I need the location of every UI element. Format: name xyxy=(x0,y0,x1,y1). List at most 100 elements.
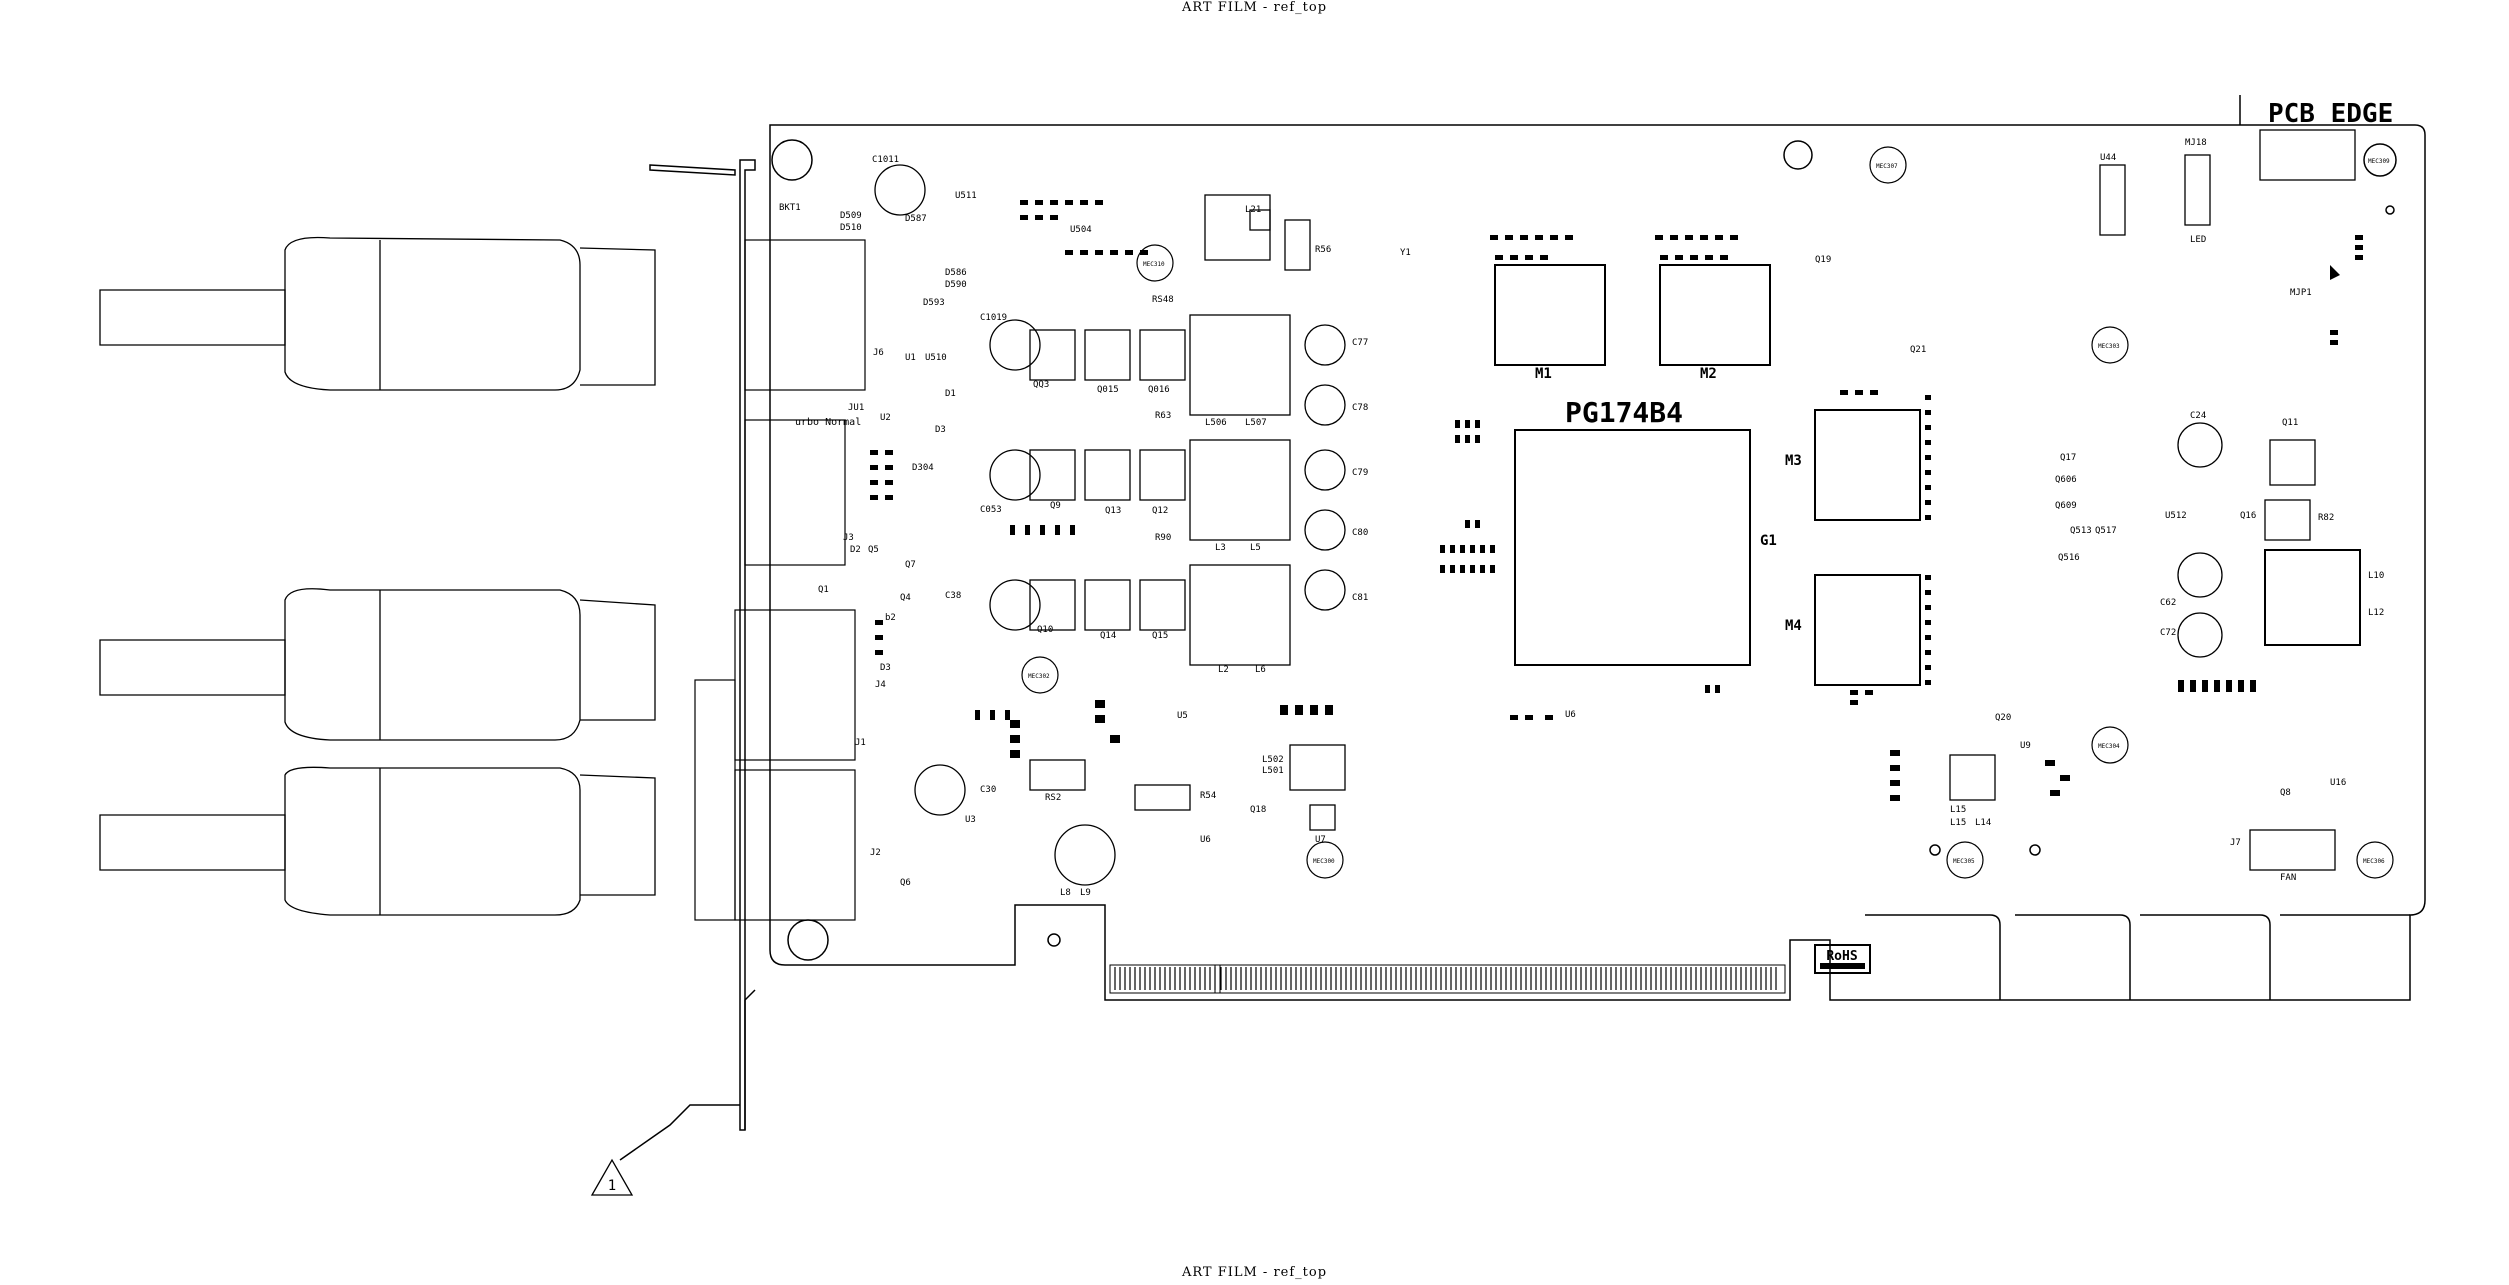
label-l15: L15 xyxy=(1950,805,1966,815)
board-outline xyxy=(769,124,2426,1001)
connector-hdmi xyxy=(744,239,866,391)
label-q18: Q18 xyxy=(1250,805,1266,815)
label-mec305: MEC305 xyxy=(1953,858,1975,865)
label-d509: D509 xyxy=(840,211,862,221)
label-c78: C78 xyxy=(1352,403,1368,413)
label-d304: D304 xyxy=(912,463,934,473)
label-y1: Y1 xyxy=(1400,248,1411,258)
label-l9: L9 xyxy=(1080,888,1091,898)
mem-m4 xyxy=(1814,574,1921,686)
label-l2: L2 xyxy=(1218,665,1229,675)
label-mec300: MEC300 xyxy=(1313,858,1335,865)
pcb-edge-label: PCB EDGE xyxy=(2268,99,2393,129)
label-d590: D590 xyxy=(945,280,967,290)
gpu-g1 xyxy=(1514,429,1751,666)
footer-title: ART FILM - ref_top xyxy=(1181,1265,1328,1280)
bracket xyxy=(739,159,756,1131)
label-r90: R90 xyxy=(1155,533,1171,543)
label-q12: Q12 xyxy=(1152,506,1168,516)
label-q8: Q8 xyxy=(2280,788,2291,798)
label-u16: U16 xyxy=(2330,778,2346,788)
label-u1: U1 xyxy=(905,353,916,363)
label-l507: L507 xyxy=(1245,418,1267,428)
label-u44: U44 xyxy=(2100,153,2116,163)
label-d510: D510 xyxy=(840,223,862,233)
connector-j1 xyxy=(734,609,856,761)
cables xyxy=(99,236,656,916)
label-u504: U504 xyxy=(1070,225,1092,235)
label-l21: L21 xyxy=(1245,205,1261,215)
dsub-flange xyxy=(694,679,736,921)
label-u3: U3 xyxy=(965,815,976,825)
label-d586: D586 xyxy=(945,268,967,278)
label-fan: FAN xyxy=(2280,873,2296,883)
label-c80: C80 xyxy=(1352,528,1368,538)
label-c79: C79 xyxy=(1352,468,1368,478)
label-u512: U512 xyxy=(2165,511,2187,521)
label-c1019: C1019 xyxy=(980,313,1007,323)
label-mec303: MEC303 xyxy=(2098,343,2120,350)
label-l12: L12 xyxy=(2368,608,2384,618)
label-q20: Q20 xyxy=(1995,713,2011,723)
label-j1: J1 xyxy=(855,738,866,748)
label-rs48: RS48 xyxy=(1152,295,1174,305)
label-l506: L506 xyxy=(1205,418,1227,428)
label-c053: C053 xyxy=(980,505,1002,515)
label-l10: L10 xyxy=(2368,571,2384,581)
label-q015: Q015 xyxy=(1097,385,1119,395)
label-q4: Q4 xyxy=(900,593,911,603)
label-bkt1: BKT1 xyxy=(779,203,801,213)
label-u6b: U6 xyxy=(1565,710,1576,720)
label-d593: D593 xyxy=(923,298,945,308)
label-u511: U511 xyxy=(955,191,977,201)
rohs-logo xyxy=(1814,944,1871,974)
label-mec306: MEC306 xyxy=(2363,858,2385,865)
label-q609: Q609 xyxy=(2055,501,2077,511)
capacitors xyxy=(874,164,2223,886)
label-u9: U9 xyxy=(2020,741,2031,751)
component-labels: BKT1 C1011 U511 D509 D510 D587 D586 D590… xyxy=(779,138,2384,898)
bracket-bottom xyxy=(744,989,756,1130)
label-q6: Q6 xyxy=(900,878,911,888)
label-q606: Q606 xyxy=(2055,475,2077,485)
label-c30: C30 xyxy=(980,785,996,795)
connector-j2 xyxy=(734,769,856,921)
label-qq3: QQ3 xyxy=(1033,380,1049,390)
edge-connector xyxy=(1109,964,1786,994)
label-d3b: D3 xyxy=(880,663,891,673)
label-q7: Q7 xyxy=(905,560,916,570)
label-c38: C38 xyxy=(945,591,961,601)
label-u7: U7 xyxy=(1315,835,1326,845)
header-title: ART FILM - ref_top xyxy=(1181,0,1328,15)
label-q13: Q13 xyxy=(1105,506,1121,516)
label-u6: U6 xyxy=(1200,835,1211,845)
label-l502: L502 xyxy=(1262,755,1284,765)
label-mec302: MEC302 xyxy=(1028,673,1050,680)
label-q9: Q9 xyxy=(1050,501,1061,511)
label-mec307: MEC307 xyxy=(1876,163,1898,170)
label-m2: M2 xyxy=(1700,366,1717,382)
label-j6: J6 xyxy=(873,348,884,358)
label-j2: J2 xyxy=(870,848,881,858)
label-q11: Q11 xyxy=(2282,418,2298,428)
callout-triangle xyxy=(590,1158,634,1196)
label-q5: Q5 xyxy=(868,545,879,555)
label-l5: L5 xyxy=(1250,543,1261,553)
label-m3: M3 xyxy=(1785,453,1802,469)
label-u5: U5 xyxy=(1177,711,1188,721)
label-c72: C72 xyxy=(2160,628,2176,638)
label-u2: U2 xyxy=(880,413,891,423)
label-d1: D1 xyxy=(945,389,956,399)
label-q10: Q10 xyxy=(1037,625,1053,635)
label-m4: M4 xyxy=(1785,618,1802,634)
label-q513: Q513 xyxy=(2070,526,2092,536)
label-j7: J7 xyxy=(2230,838,2241,848)
label-mec310: MEC310 xyxy=(1143,261,1165,268)
label-mec309: MEC309 xyxy=(2368,158,2390,165)
label-b2: b2 xyxy=(885,613,896,623)
label-u510: U510 xyxy=(925,353,947,363)
label-l14: L14 xyxy=(1975,818,1991,828)
label-q19: Q19 xyxy=(1815,255,1831,265)
board-name: PG174B4 xyxy=(1565,396,1683,429)
